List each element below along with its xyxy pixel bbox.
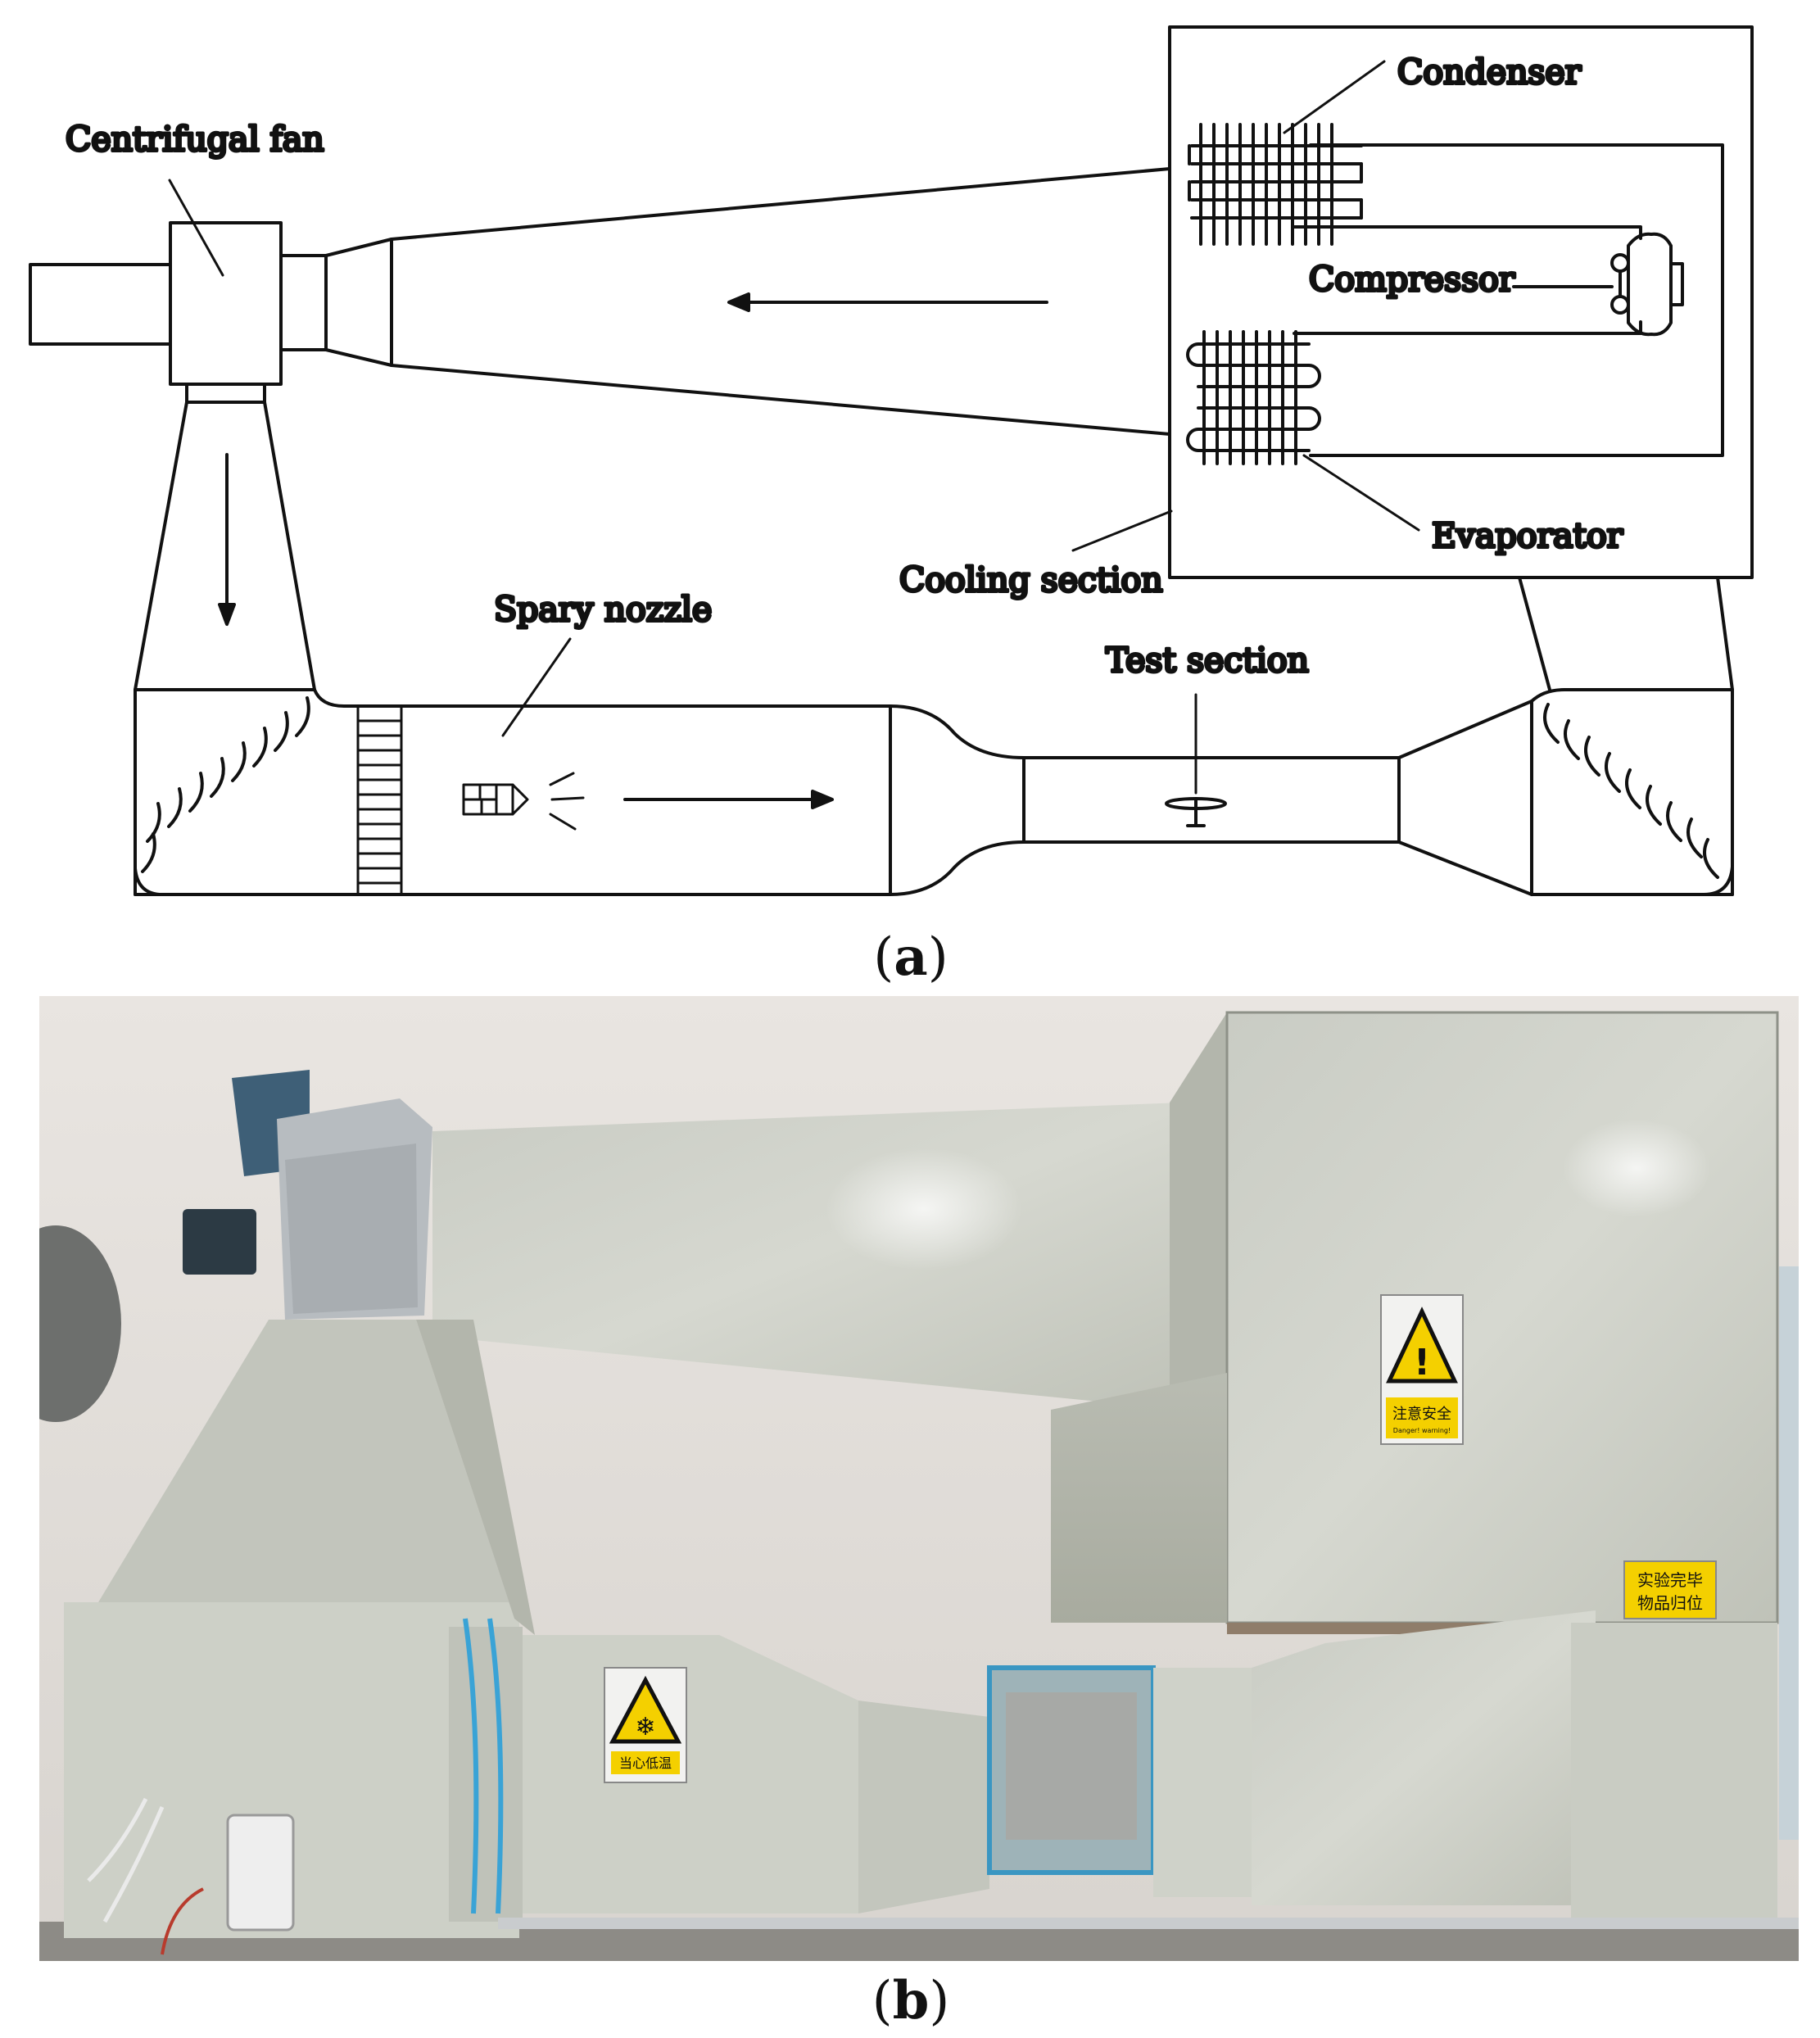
cooling-section-box [1168, 25, 1754, 579]
flow-arrow-down [218, 453, 236, 626]
panel-b-caption-wrap: (b) [872, 1970, 950, 2031]
lower-circuit [134, 688, 1734, 896]
contraction-and-test-section [858, 1665, 1252, 1913]
panel-a-caption: (a) [873, 926, 948, 988]
flow-arrow-lower [623, 790, 834, 809]
label-compressor: Compressor [1309, 260, 1515, 299]
upper-diffuser [390, 167, 1171, 436]
wind-tunnel-schematic: Condenser Centrifugal fan Compressor Eva… [29, 25, 1754, 988]
evaporator-coil [1186, 330, 1321, 465]
label-evaporator: Evaporator [1432, 516, 1623, 555]
leader-lines [168, 60, 1420, 795]
top-return-duct [432, 1103, 1182, 1410]
wall-mirror [39, 1225, 121, 1422]
spray-nozzle-icon [462, 772, 585, 831]
label-centrifugal-fan: Centrifugal fan [66, 120, 324, 159]
warning-sign-text-en: Danger! warning! [1393, 1427, 1451, 1434]
turning-vanes-left [141, 696, 310, 873]
label-condenser: Condenser [1397, 52, 1582, 92]
panel-a-letter: a [894, 926, 927, 988]
test-model-icon [1165, 797, 1227, 827]
notice-sign-line2: 物品归位 [1637, 1593, 1703, 1613]
label-test-section: Test section [1106, 641, 1309, 680]
panel-b-caption: (b) [872, 1970, 950, 2031]
diffuser-return-leg [1252, 1610, 1777, 1918]
refrigeration-loop [1293, 143, 1724, 457]
condenser-coil [1188, 123, 1363, 246]
fan-downcomer [134, 383, 316, 691]
fan-settling-box [64, 1320, 535, 1938]
power-strip [87, 1797, 295, 1955]
flow-arrow-upper [727, 292, 1048, 312]
turning-vanes-right [1543, 703, 1719, 879]
centrifugal-fan [29, 221, 393, 386]
window-edge [1779, 1266, 1799, 1840]
warning-sign: ! 注意安全 Danger! warning! [1380, 1294, 1464, 1445]
compressor-icon [1512, 232, 1684, 337]
blower-motor [183, 1070, 432, 1320]
support-frame-rail [498, 1918, 1799, 1929]
panel-b-letter: b [893, 1970, 930, 2031]
warning-sign-text-cn: 注意安全 [1392, 1406, 1451, 1423]
label-cooling-section: Cooling section [899, 560, 1163, 600]
cooling-return-duct [1518, 576, 1734, 691]
snowflake-icon: ❄ [635, 1713, 655, 1741]
label-spray-nozzle: Spary nozzle [494, 590, 712, 629]
notice-sign-line1: 实验完毕 [1637, 1570, 1703, 1590]
notice-sign: 实验完毕 物品归位 [1623, 1560, 1717, 1619]
honeycomb-screen [356, 704, 403, 896]
wind-tunnel-photo: ! 注意安全 Danger! warning! ❄ 当心低温 实验完毕 物品归位 [39, 996, 1799, 1961]
low-temperature-sign: ❄ 当心低温 [604, 1667, 687, 1783]
low-temp-sign-text: 当心低温 [619, 1755, 672, 1771]
svg-text:!: ! [1414, 1342, 1430, 1384]
cooling-cabinet [1051, 1011, 1779, 1634]
